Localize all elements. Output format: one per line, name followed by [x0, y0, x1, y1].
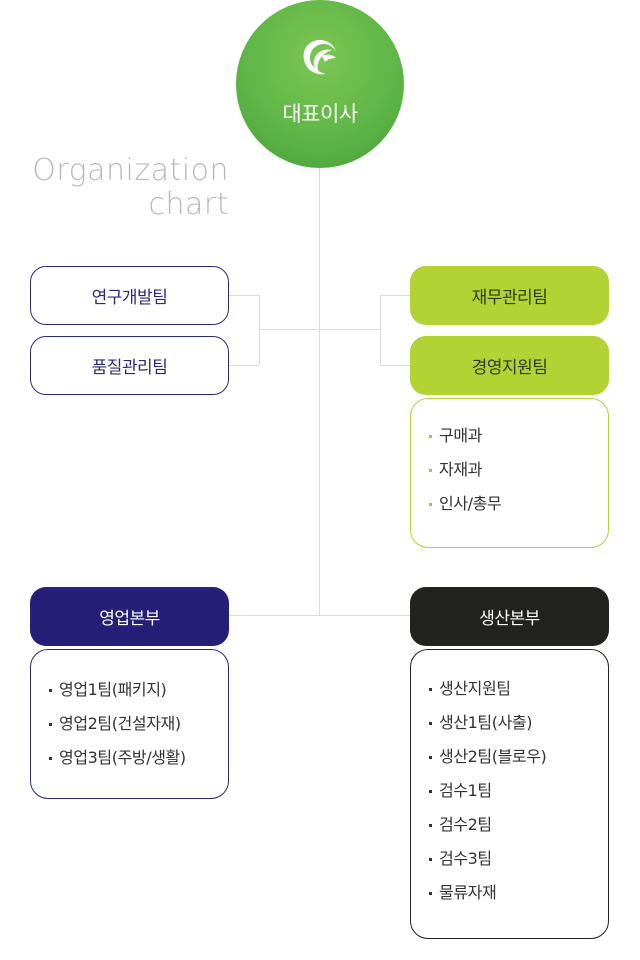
list-item: 인사/총무	[429, 487, 608, 521]
sales-division: 영업본부	[30, 587, 229, 646]
list-item: 자재과	[429, 453, 608, 487]
right-bracket-line	[380, 295, 381, 365]
list-item: 생산1팀(사출)	[429, 706, 608, 740]
team-management-support-label: 경영지원팀	[471, 358, 548, 378]
production-division: 생산본부	[410, 587, 609, 646]
org-chart-title-line1: Organization	[32, 153, 229, 188]
team-management-support: 경영지원팀	[410, 336, 609, 395]
team-rnd-label: 연구개발팀	[91, 288, 168, 308]
right-branch-line	[320, 329, 380, 330]
team-finance: 재무관리팀	[410, 266, 609, 325]
right-team2-connector	[380, 365, 410, 366]
management-support-units: 구매과 자재과 인사/총무	[410, 398, 609, 548]
list-item: 검수1팀	[429, 774, 608, 808]
list-item: 검수2팀	[429, 808, 608, 842]
list-item: 생산2팀(블로우)	[429, 740, 608, 774]
ceo-node: 대표이사	[236, 0, 404, 168]
team-rnd: 연구개발팀	[30, 266, 229, 325]
org-chart-title-line2: chart	[148, 187, 229, 222]
org-chart-title: Organization chart	[32, 154, 229, 222]
list-item: 영업1팀(패키지)	[49, 673, 228, 707]
list-item: 물류자재	[429, 876, 608, 910]
list-item: 영업2팀(건설자재)	[49, 707, 228, 741]
team-finance-label: 재무관리팀	[471, 288, 548, 308]
right-team1-connector	[380, 295, 410, 296]
sales-division-label: 영업본부	[99, 609, 160, 629]
ceo-label: 대표이사	[282, 102, 358, 126]
left-team1-connector	[229, 295, 259, 296]
division-branch-line	[229, 615, 410, 616]
list-item: 구매과	[429, 419, 608, 453]
team-quality-label: 품질관리팀	[91, 358, 168, 378]
production-division-units: 생산지원팀 생산1팀(사출) 생산2팀(블로우) 검수1팀 검수2팀 검수3팀 …	[410, 649, 609, 939]
list-item: 생산지원팀	[429, 672, 608, 706]
left-bracket-line	[259, 295, 260, 365]
list-item: 영업3팀(주방/생활)	[49, 741, 228, 775]
list-item: 검수3팀	[429, 842, 608, 876]
production-division-label: 생산본부	[479, 609, 540, 629]
left-team2-connector	[229, 365, 259, 366]
sales-division-units: 영업1팀(패키지) 영업2팀(건설자재) 영업3팀(주방/생활)	[30, 649, 229, 799]
left-branch-line	[259, 329, 319, 330]
leaf-swirl-logo-icon	[303, 40, 336, 75]
team-quality: 품질관리팀	[30, 336, 229, 395]
trunk-line	[319, 168, 320, 616]
